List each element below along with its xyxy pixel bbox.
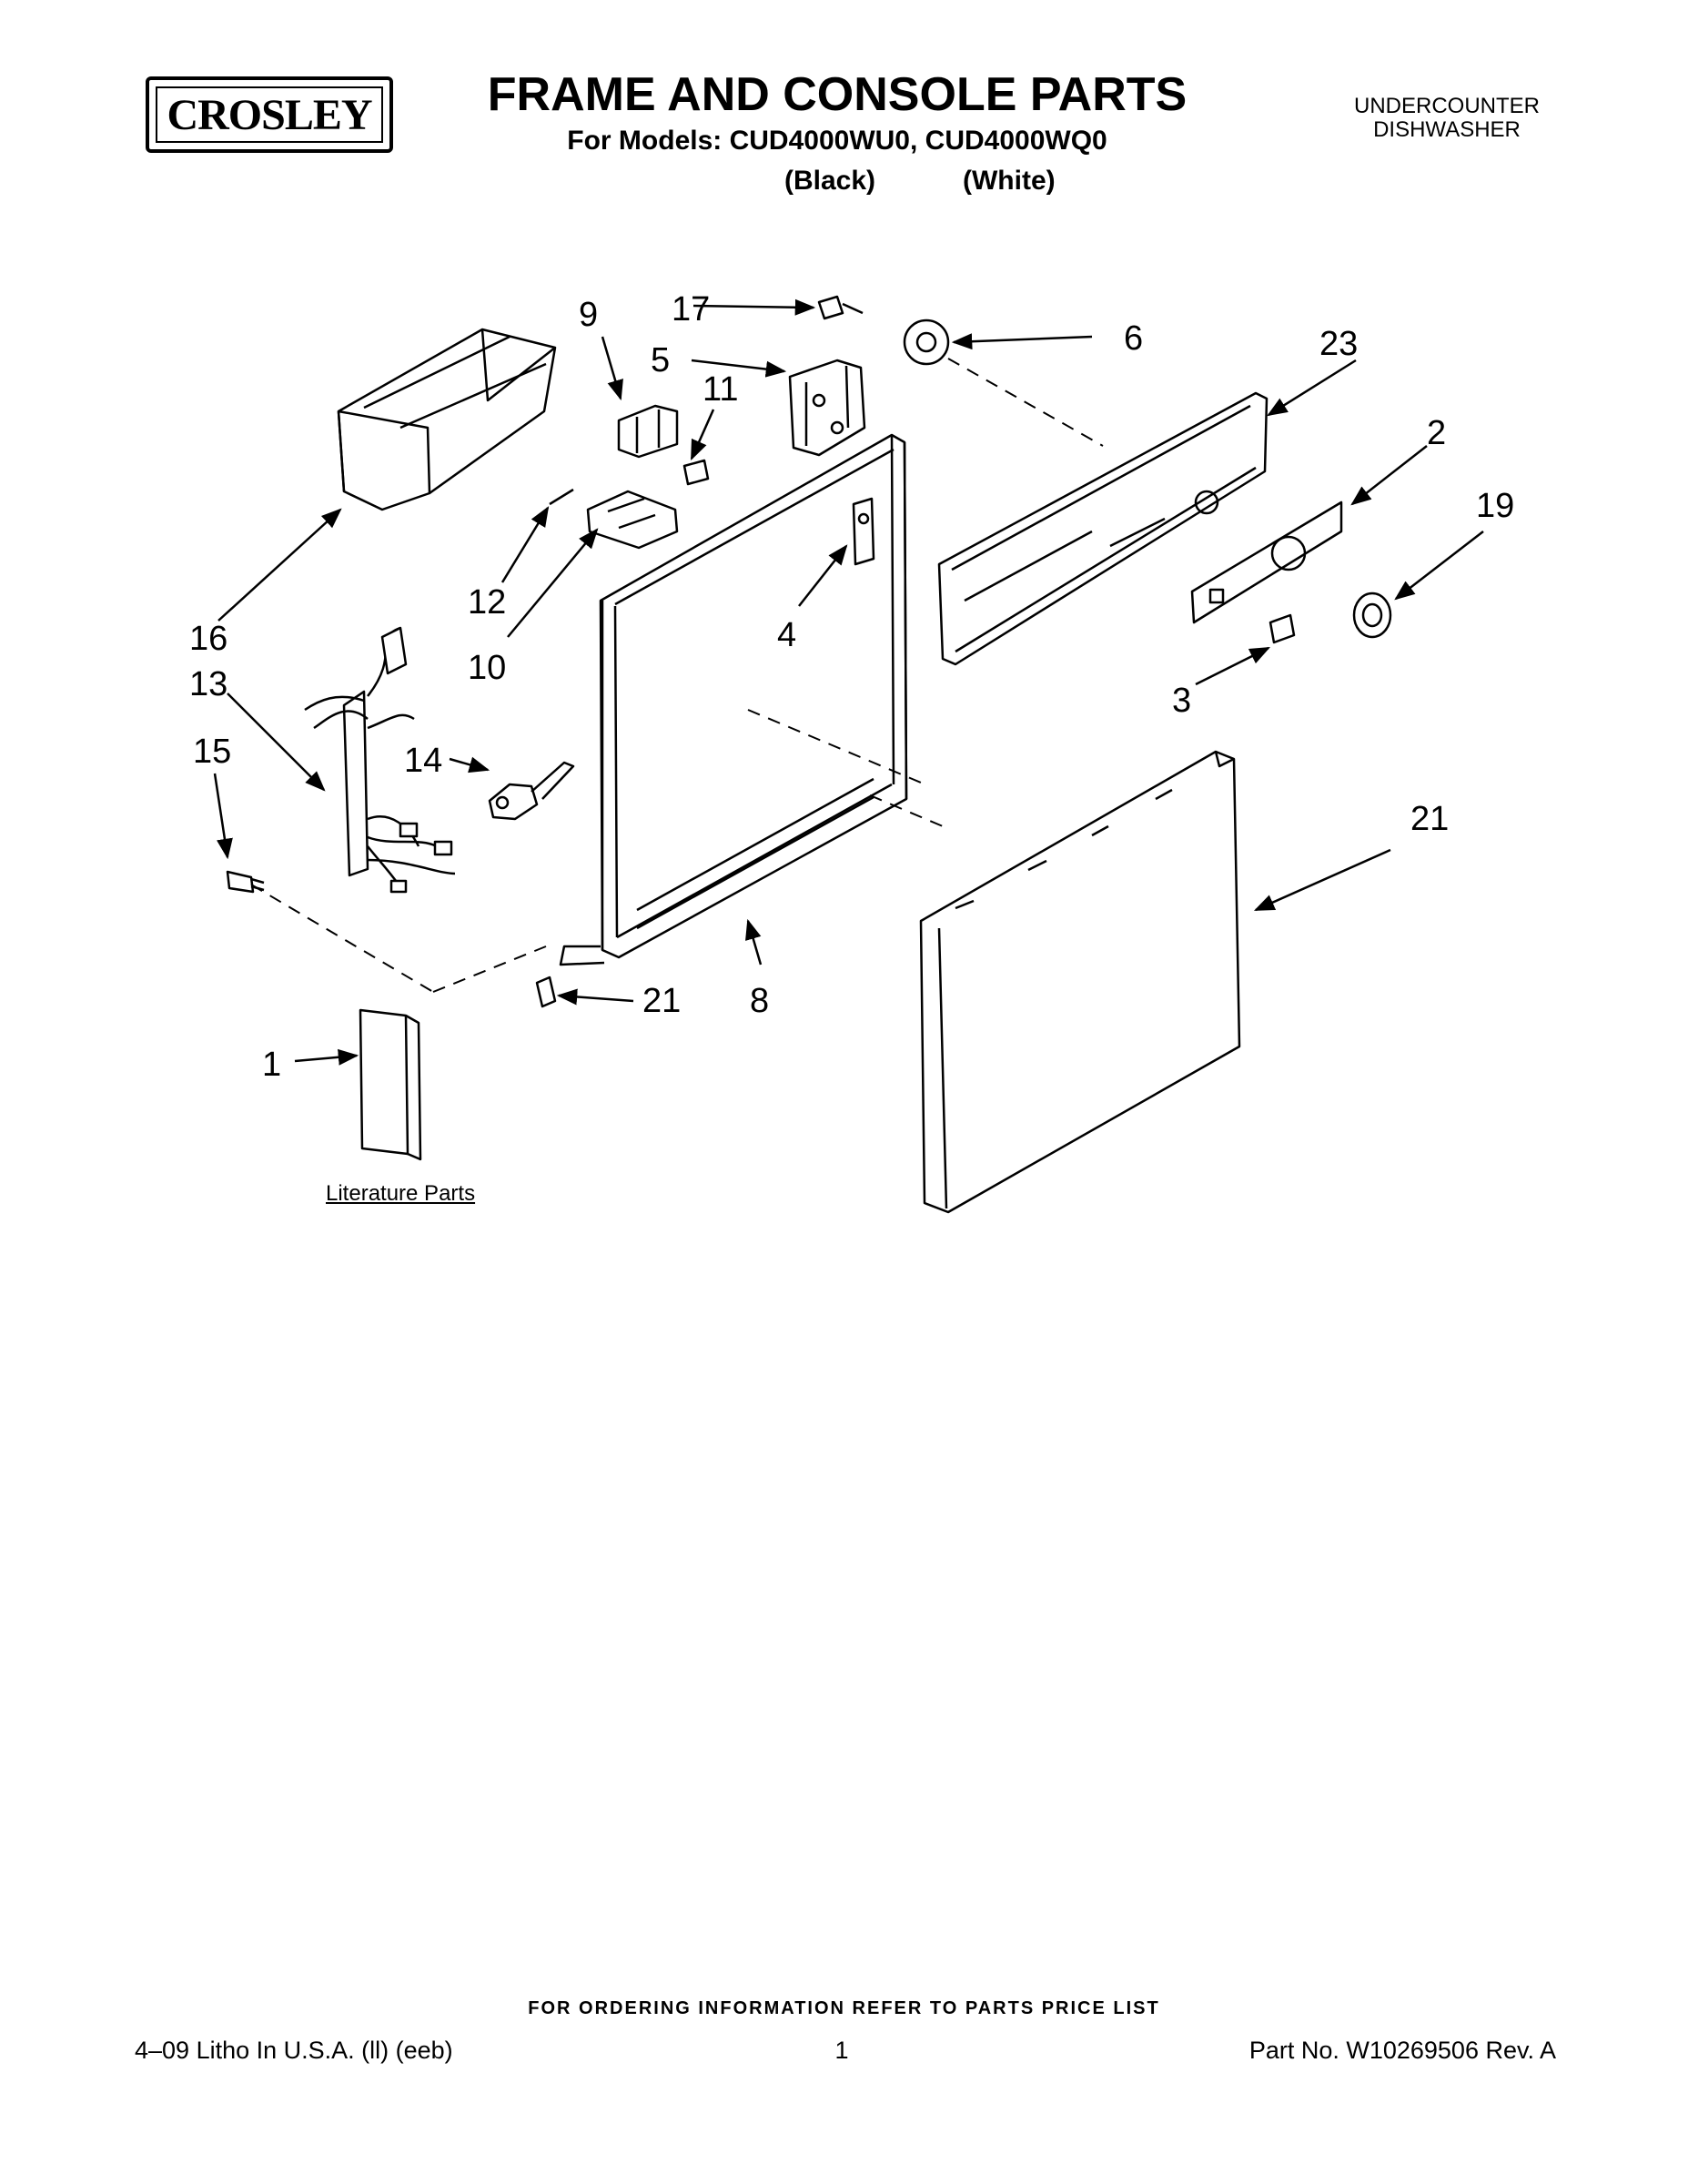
callout-6: 6 (1124, 319, 1143, 358)
page-number: 1 (834, 2037, 849, 2064)
callout-14: 14 (404, 742, 442, 780)
callout-12: 12 (468, 583, 506, 622)
product-type: UNDERCOUNTER DISHWASHER (1310, 95, 1583, 142)
part-13-wire-harness-shape (304, 626, 456, 894)
part-2-overlay-shape (1190, 500, 1343, 624)
callout-4: 4 (777, 616, 796, 654)
parts-diagram: 17 5 6 9 11 23 2 19 12 10 4 3 16 13 15 1… (189, 290, 1514, 1214)
part-12-strip-shape (549, 488, 574, 506)
part-21-clip-shape (535, 976, 557, 1008)
part-17-knob-shape (1352, 592, 1392, 639)
callout-13: 13 (189, 665, 227, 703)
part-11-switch-shape (682, 459, 710, 486)
crosley-logo: CROSLEY (146, 76, 393, 153)
product-type-line-1: UNDERCOUNTER (1354, 94, 1540, 118)
callout-5: 5 (651, 341, 670, 379)
part-4-hinge-shape (852, 497, 875, 566)
crosley-logo-text: CROSLEY (156, 86, 383, 143)
variant-black-label: (Black) (784, 166, 876, 196)
part-1-literature-shape (359, 1008, 422, 1161)
callout-10: 10 (468, 649, 506, 687)
part-6-knob-shape (903, 318, 950, 366)
part-16-cover-shape (337, 328, 557, 511)
part-9-bracket-shape (617, 404, 679, 459)
part-5-latch-shape (788, 359, 866, 457)
callout-2: 2 (1427, 414, 1446, 452)
literature-parts-label: Literature Parts (326, 1181, 476, 1206)
product-type-line-2: DISHWASHER (1373, 117, 1521, 142)
callout-9: 9 (579, 296, 598, 334)
callout-11: 11 (702, 370, 738, 409)
callout-1: 1 (262, 1046, 281, 1084)
ordering-note: FOR ORDERING INFORMATION REFER TO PARTS … (528, 1998, 1160, 2018)
part-23-console-shape (937, 391, 1269, 666)
variant-white-label: (White) (963, 166, 1056, 196)
part-10-bracket-shape (586, 490, 679, 550)
callout-19: 21 (1410, 800, 1449, 838)
callout-16: 16 (189, 620, 227, 658)
models-line: For Models: CUD4000WU0, CUD4000WQ0 (567, 126, 1107, 156)
callout-21: 21 (642, 982, 681, 1020)
page-title: FRAME AND CONSOLE PARTS (487, 68, 1188, 121)
part-3-button-shape (1269, 613, 1296, 644)
callout-7: 17 (672, 290, 710, 329)
callout-17: 19 (1476, 487, 1514, 525)
callout-8: 8 (750, 982, 769, 1020)
part-7-screw-shape (817, 295, 864, 320)
callout-23: 23 (1319, 325, 1358, 363)
callout-15: 15 (193, 733, 231, 771)
print-info: 4–09 Litho In U.S.A. (ll) (eeb) (135, 2037, 453, 2064)
part-19-door-panel-shape (919, 750, 1241, 1214)
part-number: Part No. W10269506 Rev. A (1248, 2037, 1556, 2064)
part-14-sensor-shape (488, 761, 575, 821)
callout-3: 3 (1172, 682, 1191, 720)
